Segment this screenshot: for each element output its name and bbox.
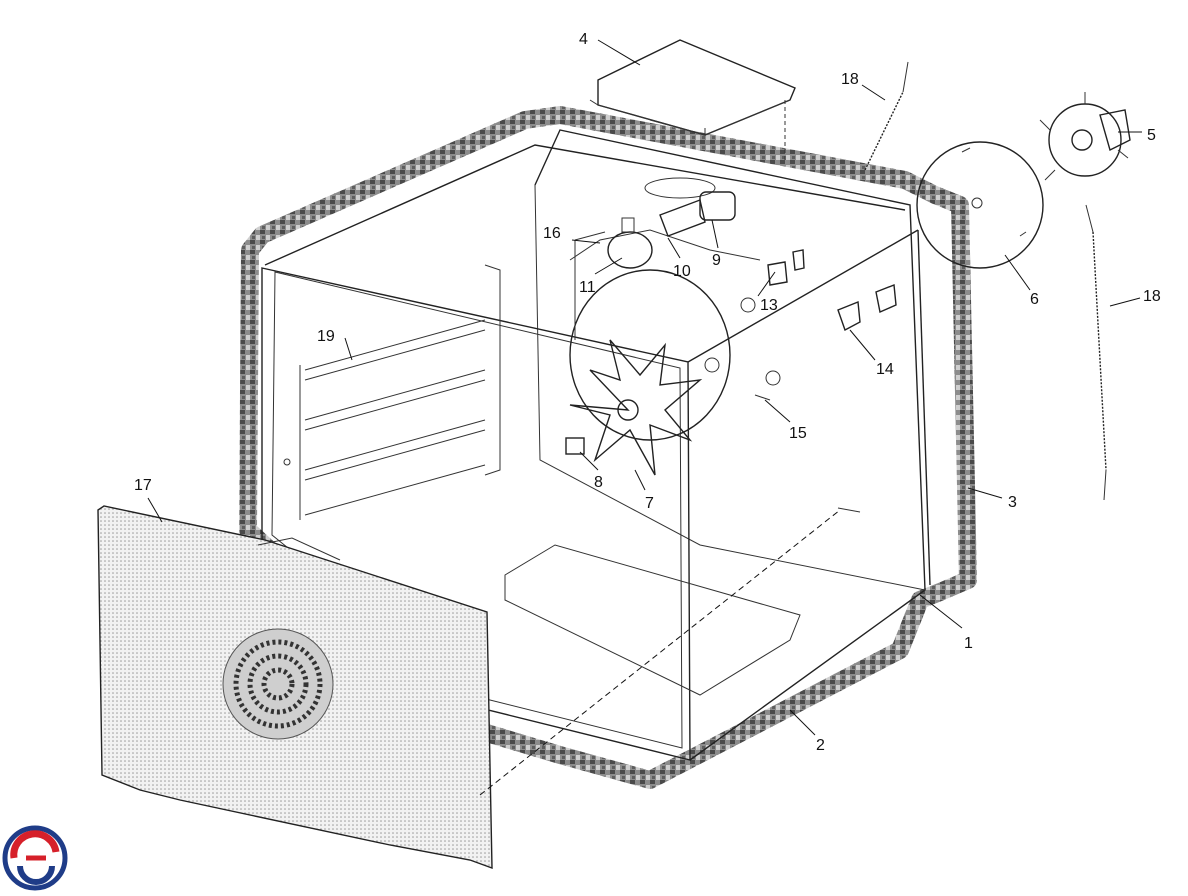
callout-9: 9 [712, 252, 721, 269]
callout-14: 14 [876, 361, 894, 378]
callout-labels: 4 18 5 16 9 10 11 13 6 18 19 14 15 8 7 1… [134, 31, 1161, 754]
clips-and-screws [704, 249, 897, 401]
spring-lower [1085, 204, 1107, 501]
heating-element-ring [569, 229, 761, 441]
lamp-assembly [574, 177, 736, 340]
fan-back-plate [916, 141, 1044, 269]
top-cover [589, 39, 796, 160]
callout-17: 17 [134, 477, 152, 494]
callout-7: 7 [645, 495, 654, 512]
callout-6: 6 [1030, 291, 1039, 308]
spring-upper [864, 61, 909, 171]
rear-panel [97, 505, 493, 870]
callout-15: 15 [789, 425, 807, 442]
callout-1: 1 [964, 635, 973, 652]
callout-8: 8 [594, 474, 603, 491]
callout-4: 4 [579, 31, 588, 48]
leader-lines [147, 39, 1142, 736]
callout-2: 2 [816, 737, 825, 754]
callout-3: 3 [1008, 494, 1017, 511]
callout-10: 10 [673, 263, 691, 280]
fan-motor [1039, 92, 1131, 181]
fan-blade [569, 339, 703, 476]
alignment-line [479, 509, 841, 796]
callout-19: 19 [317, 328, 335, 345]
callout-18-upper: 18 [841, 71, 859, 88]
callout-5: 5 [1147, 127, 1156, 144]
insulation-wrap [239, 106, 977, 789]
brand-logo [2, 825, 68, 891]
callout-13: 13 [760, 297, 778, 314]
callout-18-lower: 18 [1143, 288, 1161, 305]
fan-nut [565, 437, 585, 455]
callout-11: 11 [579, 279, 596, 296]
callout-16: 16 [543, 225, 561, 242]
shelf-guide [304, 264, 501, 516]
